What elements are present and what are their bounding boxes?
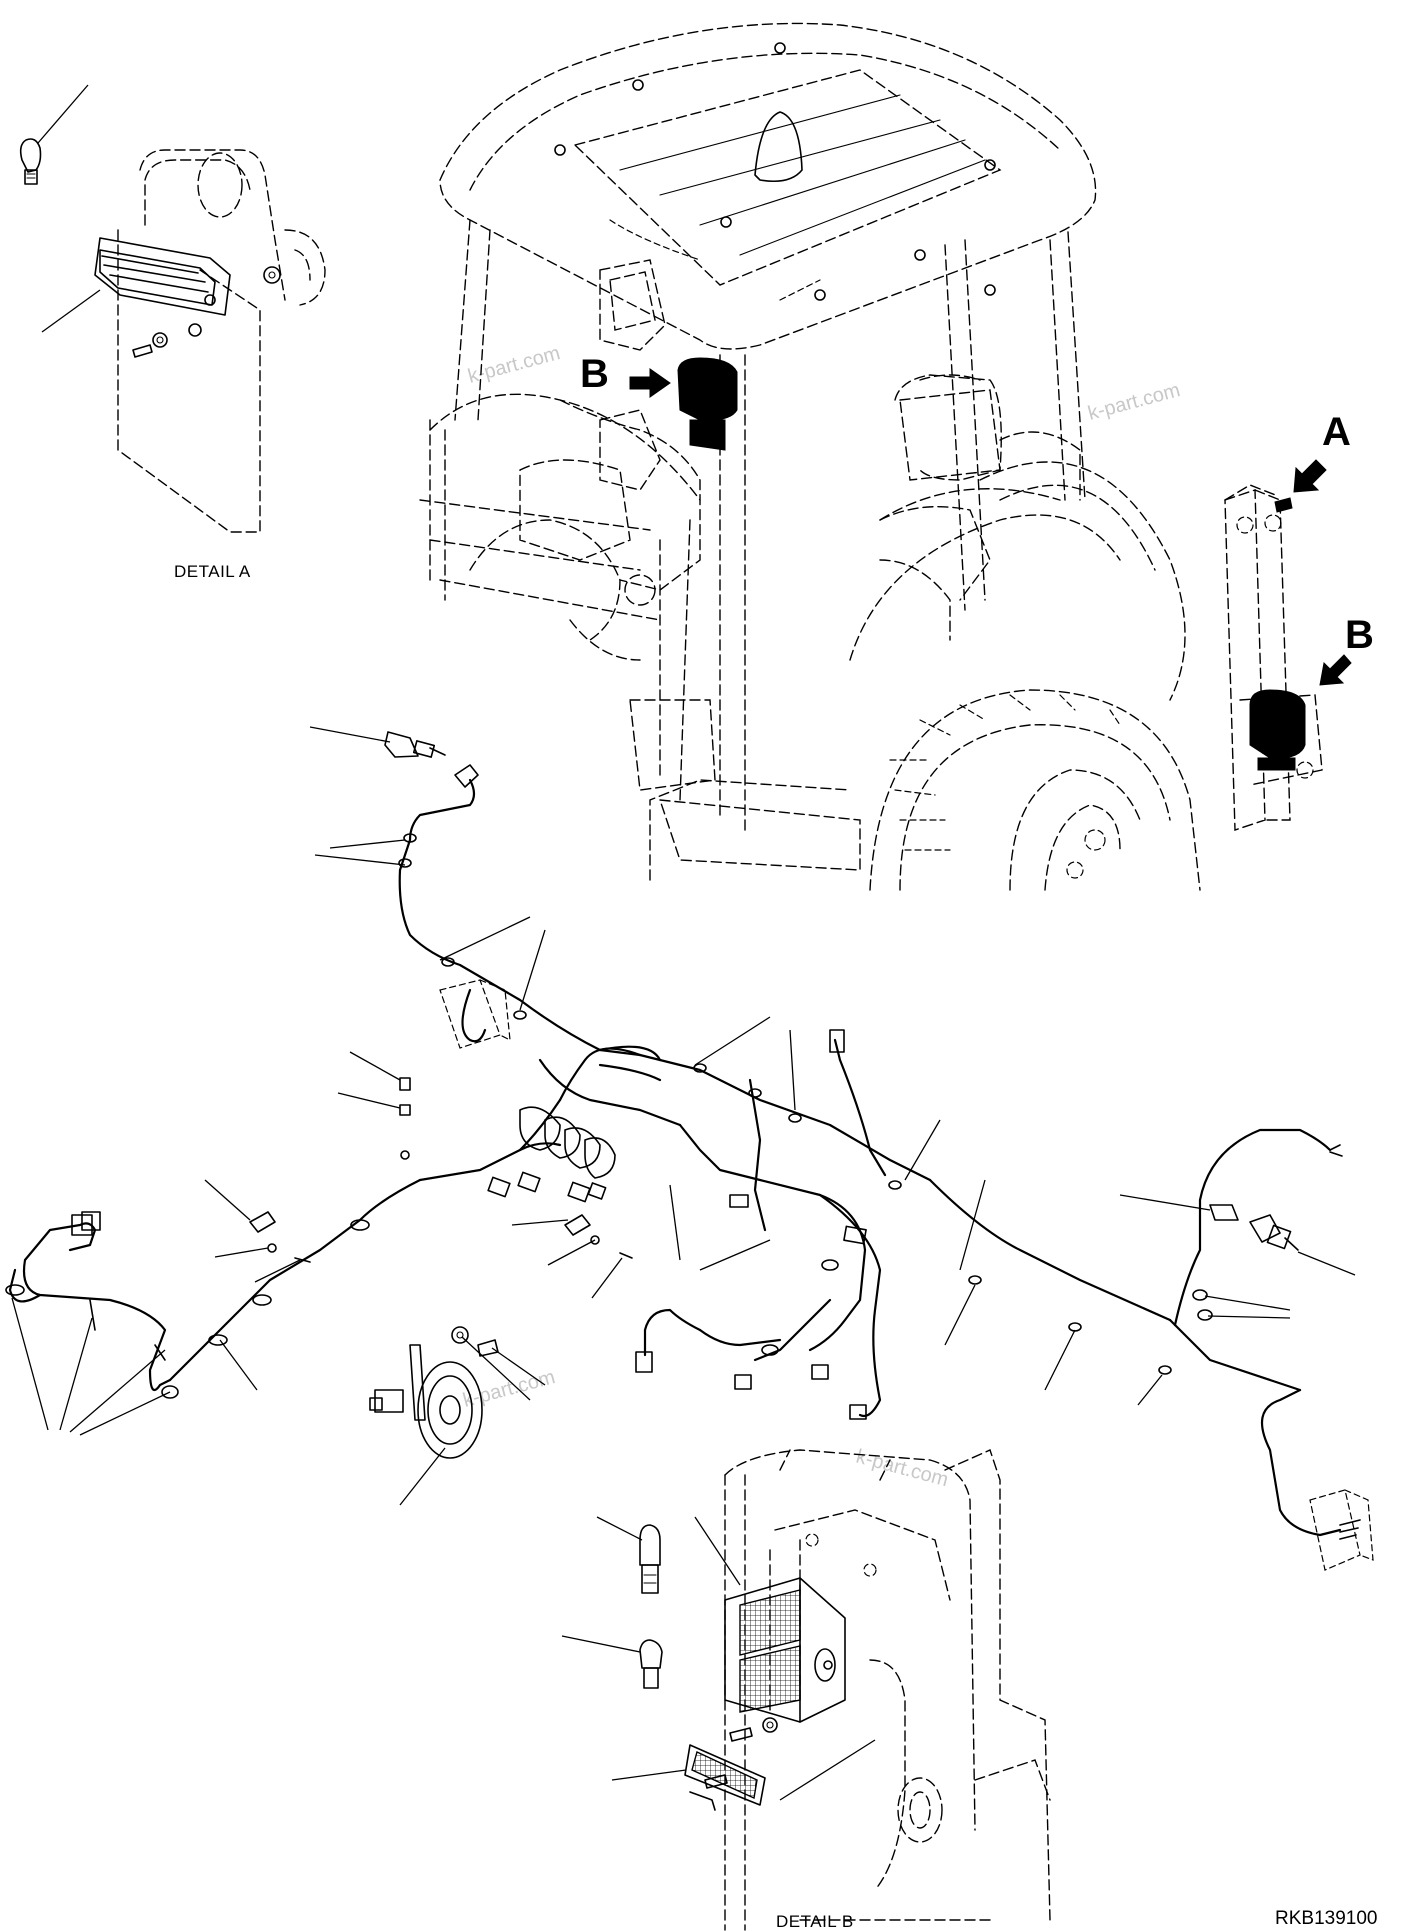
watermark: k-part.com [461, 1366, 558, 1412]
clamp-center-icon [564, 1214, 633, 1259]
rear-combination-lamp-icon [724, 1577, 846, 1723]
reflector-icon [684, 1744, 766, 1811]
clamp-icon [249, 1211, 311, 1263]
horn-icon [369, 1326, 499, 1459]
callout-a: A [1322, 410, 1351, 454]
detail-b-label: DETAIL B [776, 1912, 854, 1931]
callout-b-cab: B [580, 352, 609, 396]
rear-lamp-b-cab-icon [677, 357, 738, 421]
rear-lamp-b-pillar-icon [1249, 689, 1306, 759]
pressure-switch-icon [384, 731, 446, 758]
bulb-detail-b-2-icon [639, 1639, 663, 1689]
detail-a-group: DETAIL A [19, 84, 326, 581]
detail-a-label: DETAIL A [174, 562, 251, 581]
main-harness-group [5, 726, 1374, 1571]
watermark: k-part.com [854, 1446, 951, 1492]
drawing-code: RKB139100 [1275, 1908, 1377, 1929]
pressure-switch-right-icon [1249, 1214, 1299, 1251]
screw-icon [132, 332, 168, 358]
arrow-b-cab-icon [629, 368, 671, 398]
detail-b-group: DETAIL B [561, 1449, 1051, 1931]
watermark: k-part.com [1086, 379, 1183, 425]
callout-b-pillar: B [1345, 613, 1374, 657]
fastener-icon [399, 1077, 411, 1160]
arrow-a-icon [1293, 459, 1327, 493]
bulb-icon [19, 138, 42, 185]
bulb-detail-b-icon [639, 1524, 661, 1594]
arrow-b-pillar-icon [1319, 654, 1352, 686]
cab-view-group: B A B [419, 22, 1374, 891]
